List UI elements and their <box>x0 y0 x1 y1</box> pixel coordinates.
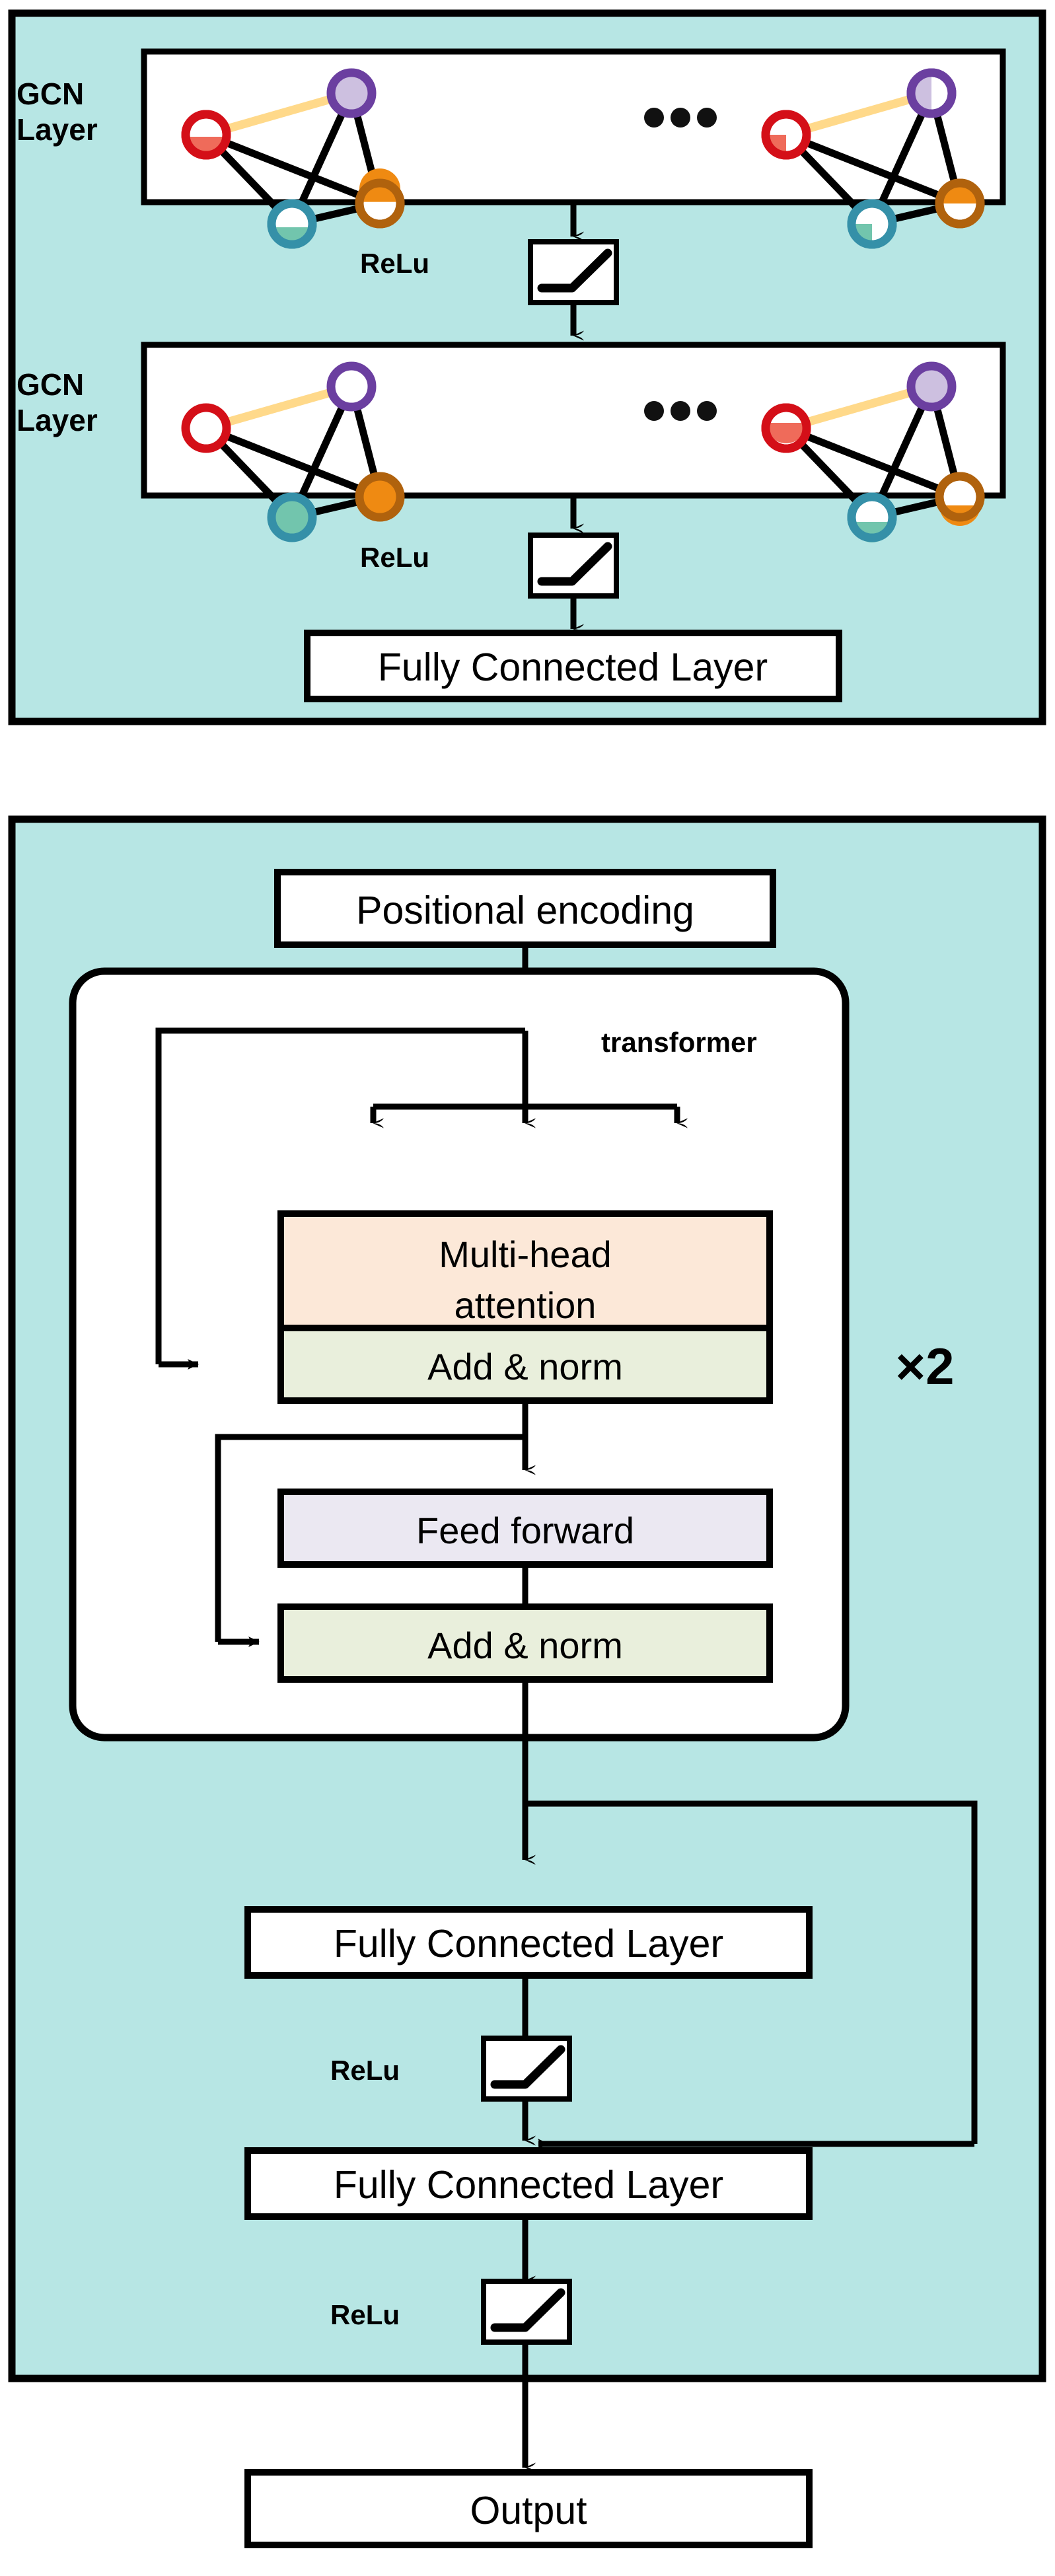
add-norm-label-2: Add & norm <box>427 1625 623 1666</box>
node-teal <box>267 199 317 249</box>
gcn-layer-2-graph-strip <box>141 342 1006 499</box>
gcn-fully-connected-layer: Fully Connected Layer <box>304 630 842 702</box>
transformer-relu-1-label: ReLu <box>330 2055 400 2086</box>
transformer-label: transformer <box>601 1027 757 1058</box>
node-orange <box>935 178 985 229</box>
transformer-fully-connected-layer-1: Fully Connected Layer <box>244 1906 813 1979</box>
node-purple <box>326 68 377 118</box>
add-norm-box-2: Add & norm <box>277 1603 773 1683</box>
edge-red-orange <box>204 424 382 501</box>
gcn-panel: GCN Layer <box>8 9 1046 725</box>
multi-head-attention-label-line2: attention <box>455 1284 597 1326</box>
multi-head-attention-label-line1: Multi-head <box>439 1233 611 1275</box>
edge-red-purple <box>785 89 933 139</box>
node-teal <box>847 199 897 249</box>
gcn-relu-2-label: ReLu <box>360 542 429 573</box>
node-purple <box>906 361 957 412</box>
gcn-layer-1-label-line2: Layer <box>17 112 98 147</box>
output-box: Output <box>244 2469 813 2548</box>
edge-red-purple <box>785 382 933 433</box>
edge-red-orange <box>204 131 382 207</box>
node-orange <box>355 472 405 522</box>
node-red <box>181 403 231 453</box>
residual-connection-1 <box>155 1027 525 1364</box>
edge-red-purple <box>205 89 353 139</box>
gcn-fc-label: Fully Connected Layer <box>378 645 768 689</box>
output-label: Output <box>470 2489 587 2532</box>
node-teal <box>267 492 317 542</box>
repeat-label: ×2 <box>896 1337 955 1395</box>
feed-forward-label: Feed forward <box>416 1510 634 1551</box>
node-purple <box>326 361 377 412</box>
transformer-panel: Positional encoding transformer Multi-he… <box>8 815 1046 2382</box>
relu-icon <box>528 239 619 305</box>
node-orange <box>935 472 985 526</box>
gcn-layer-2-ellipsis <box>644 401 717 421</box>
node-red <box>761 110 811 160</box>
gcn-layer-2-label-line1: GCN <box>17 367 84 402</box>
transformer-fully-connected-layer-2: Fully Connected Layer <box>244 2147 813 2220</box>
node-red <box>761 403 811 453</box>
transformer-fc-label-1: Fully Connected Layer <box>334 1922 723 1966</box>
gcn-layer-1-ellipsis <box>644 108 717 128</box>
skip-connection-long <box>525 1800 978 2144</box>
edge-red-orange <box>784 131 962 207</box>
add-norm-box-1: Add & norm <box>277 1325 773 1404</box>
relu-icon <box>481 2036 572 2102</box>
node-teal <box>847 492 897 542</box>
graph-1-right <box>761 68 985 249</box>
gcn-layer-1-label-line1: GCN <box>17 77 84 111</box>
positional-encoding-box: Positional encoding <box>274 869 776 948</box>
graph-2-left <box>181 361 405 542</box>
node-red <box>181 110 231 160</box>
transformer-fc-label-2: Fully Connected Layer <box>334 2163 723 2207</box>
gcn-layer-1-graph-strip <box>141 48 1006 205</box>
positional-encoding-label: Positional encoding <box>356 889 694 932</box>
gcn-layer-2-label-line2: Layer <box>17 403 98 437</box>
node-purple <box>906 68 957 118</box>
residual-connection-2 <box>215 1434 525 1642</box>
gcn-relu-1-label: ReLu <box>360 248 429 279</box>
add-norm-label-1: Add & norm <box>427 1346 623 1387</box>
feed-forward-box: Feed forward <box>277 1489 773 1568</box>
relu-icon <box>528 533 619 599</box>
graph-1-left <box>181 68 405 249</box>
graph-2-right <box>761 361 985 542</box>
relu-icon <box>481 2279 572 2345</box>
edge-red-purple <box>205 382 353 433</box>
node-orange <box>355 168 405 229</box>
transformer-relu-2-label: ReLu <box>330 2299 400 2330</box>
edge-red-orange <box>784 424 962 501</box>
